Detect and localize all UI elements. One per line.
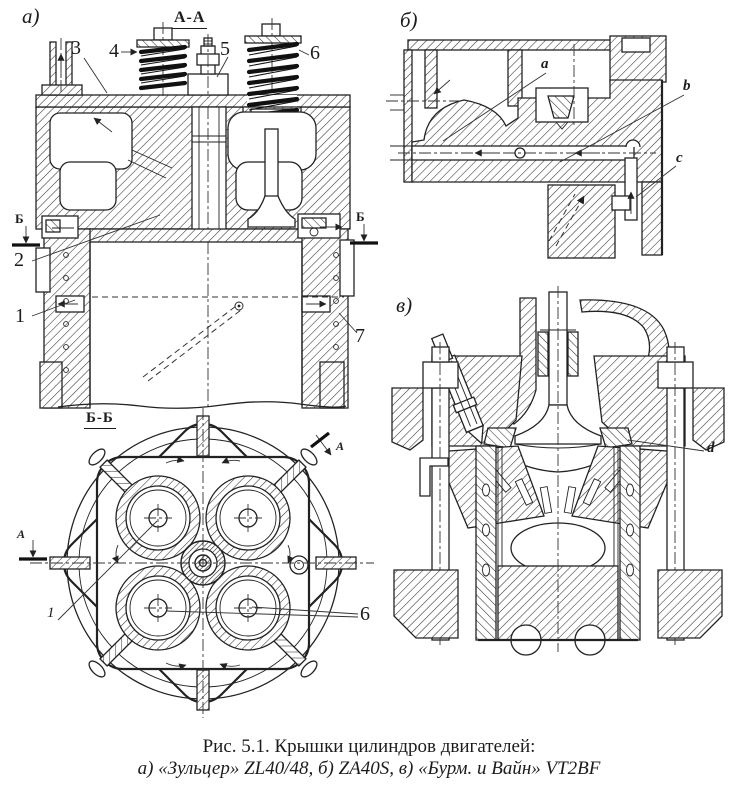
section-plane-b-arrows	[12, 224, 378, 247]
cooling-fitting-left	[41, 215, 79, 239]
section-marker-b-left: Б	[15, 211, 24, 226]
view-bb-leader-lines	[57, 520, 359, 621]
section-title-bb: Б-Б	[84, 411, 116, 429]
callout-bb-6: 6	[360, 603, 370, 625]
valve-opening-bottom-right	[205, 565, 291, 651]
callout-1: 1	[15, 305, 25, 327]
view-a-label: а)	[22, 4, 40, 28]
central-valve-guide	[191, 106, 227, 240]
callout-d: d	[707, 440, 715, 456]
water-jacket-cavities	[49, 112, 173, 211]
callout-5: 5	[220, 38, 230, 60]
valve-opening-bottom-left	[115, 565, 201, 651]
valve-port-and-valve	[227, 111, 317, 228]
cooling-channel	[398, 139, 656, 161]
callout-3: 3	[71, 37, 81, 59]
view-b-leader-lines	[442, 72, 685, 198]
view-bb-drawing	[19, 408, 374, 718]
cooling-fitting-right	[297, 213, 343, 239]
engineering-drawings	[12, 18, 725, 718]
callout-c: c	[676, 150, 683, 166]
view-b-label: б)	[400, 8, 418, 32]
valve-spring-left	[136, 22, 190, 96]
plane-marker-a-left: А	[17, 527, 26, 541]
view-v-label: в)	[396, 293, 413, 317]
view-b-drawing	[386, 35, 685, 259]
figure-caption: Рис. 5.1. Крышки цилиндров двигателей: а…	[0, 736, 738, 780]
cylinder-flange-right	[301, 228, 355, 409]
section-plane-a-arrows	[19, 431, 332, 561]
caption-line-1: Рис. 5.1. Крышки цилиндров двигателей:	[202, 736, 536, 757]
callout-b: b	[683, 78, 691, 94]
valve-opening-top-right	[205, 475, 291, 561]
top-plate	[407, 39, 613, 51]
callout-6: 6	[310, 42, 320, 64]
head-top-deck	[35, 94, 351, 108]
callout-a: a	[541, 56, 549, 72]
view-a-drawing	[12, 18, 378, 410]
section-marker-b-right: Б	[356, 209, 365, 224]
plane-marker-a-topright: A	[336, 439, 345, 453]
caption-line-2: а) «Зульцер» ZL40/48, б) ZA40S, в) «Бурм…	[137, 758, 601, 779]
view-a-leader-lines	[31, 48, 358, 334]
lower-boss-section	[547, 184, 616, 259]
callout-2: 2	[14, 249, 24, 271]
callout-4: 4	[109, 40, 119, 62]
seat-ring-d	[599, 427, 633, 449]
valve-opening-top-left	[115, 475, 201, 561]
section-title-aa: А-А	[172, 10, 208, 29]
cylinder-flange-left	[35, 228, 91, 409]
callout-bb-1: 1	[47, 605, 55, 621]
view-v-drawing	[391, 286, 725, 656]
cylinder-bore	[57, 242, 347, 410]
starting-air-pipe	[41, 38, 83, 96]
callout-7: 7	[355, 325, 365, 347]
fire-deck	[87, 228, 305, 243]
view-v-leader-line	[627, 439, 705, 452]
indicator-valve-assembly	[187, 34, 229, 98]
